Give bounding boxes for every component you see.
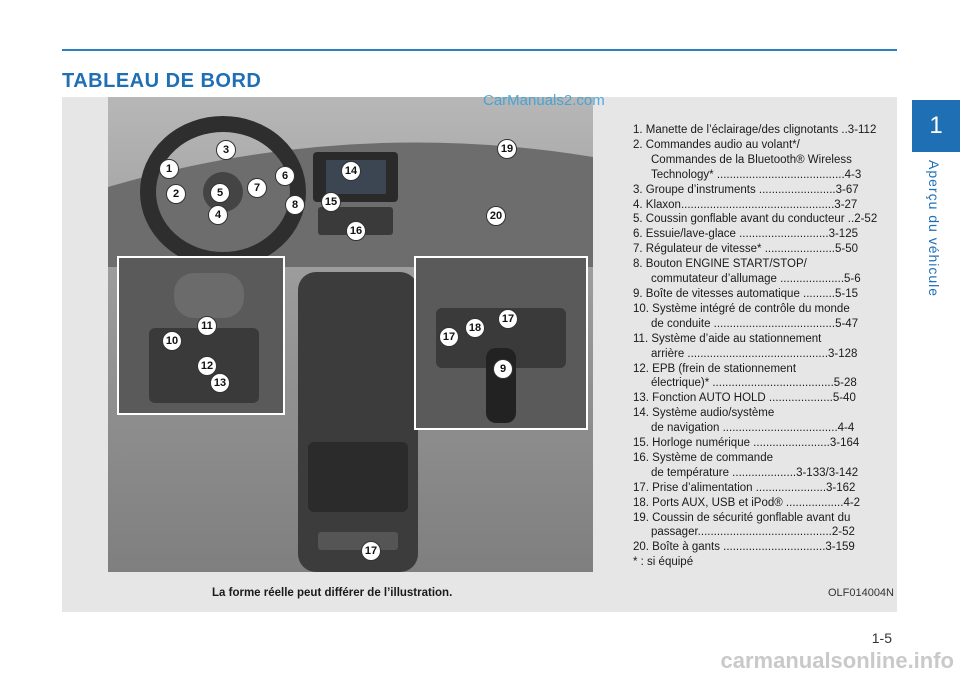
callout-11: 11 [197, 316, 217, 336]
callout-8: 8 [285, 195, 305, 215]
footer-watermark: carmanualsonline.info [720, 648, 955, 673]
list-item: 19. Coussin de sécurité gonflable avant … [633, 511, 855, 539]
list-item: 18. Ports AUX, USB et iPod® ............… [633, 496, 861, 509]
list-item: 9. Boîte de vitesses automatique .......… [633, 287, 859, 300]
watermark: CarManuals2.com [483, 92, 605, 109]
list-item: 4. Klaxon...............................… [633, 198, 858, 211]
callout-12: 12 [197, 356, 217, 376]
list-item: 2. Commandes audio au volant*/ Commandes… [633, 138, 862, 181]
list-item: 3. Groupe d’instruments ................… [633, 183, 859, 196]
illustration-note: La forme réelle peut différer de l’illus… [212, 587, 453, 599]
image-code: OLF014004N [827, 587, 894, 599]
callout-19: 19 [497, 139, 517, 159]
component-list: 1. Manette de l’éclairage/des clignotant… [633, 123, 889, 570]
callout-18: 18 [465, 318, 485, 338]
callout-2: 2 [166, 184, 186, 204]
list-item: 11. Système d’aide au stationnement arri… [633, 332, 858, 360]
callout-16: 16 [346, 221, 366, 241]
list-item: 20. Boîte à gants ......................… [633, 541, 855, 554]
callout-7: 7 [247, 178, 267, 198]
callout-1: 1 [159, 159, 179, 179]
list-footnote: * : si équipé [633, 556, 694, 569]
list-item: 10. Système intégré de contrôle du monde… [633, 302, 859, 330]
callout-3: 3 [216, 140, 236, 160]
list-item: 7. Régulateur de vitesse* ..............… [633, 243, 858, 256]
callout-17: 17 [498, 309, 518, 329]
list-item: 6. Essuie/lave-glace ...................… [633, 228, 858, 241]
inset-console-left [117, 256, 285, 415]
chapter-tab: 1 [912, 100, 960, 152]
list-item: 8. Bouton ENGINE START/STOP/ commutateur… [633, 258, 861, 286]
chapter-label: Aperçu du véhicule [926, 160, 942, 298]
page-number: 1-5 [871, 630, 892, 646]
callout-9: 9 [493, 359, 513, 379]
list-item: 13. Fonction AUTO HOLD .................… [633, 392, 856, 405]
callout-10: 10 [162, 331, 182, 351]
list-item: 17. Prise d’alimentation ...............… [633, 481, 856, 494]
callout-13: 13 [210, 373, 230, 393]
callout-4: 4 [208, 205, 228, 225]
callout-6: 6 [275, 166, 295, 186]
callout-15: 15 [321, 192, 341, 212]
list-item: 12. EPB (frein de stationnement électriq… [633, 362, 857, 390]
callout-17: 17 [439, 327, 459, 347]
list-item: 15. Horloge numérique ..................… [633, 437, 860, 450]
top-rule [62, 49, 897, 51]
list-item: 5. Coussin gonflable avant du conducteur… [633, 213, 878, 226]
console-buttons-drawing [149, 273, 259, 403]
page-title: TABLEAU DE BORD [62, 70, 262, 92]
list-item: 1. Manette de l’éclairage/des clignotant… [633, 124, 877, 136]
callout-14: 14 [341, 161, 361, 181]
callout-17: 17 [361, 541, 381, 561]
list-item: 16. Système de commande de température .… [633, 451, 859, 479]
list-item: 14. Système audio/système de navigation … [633, 407, 855, 435]
callout-5: 5 [210, 183, 230, 203]
callout-20: 20 [486, 206, 506, 226]
